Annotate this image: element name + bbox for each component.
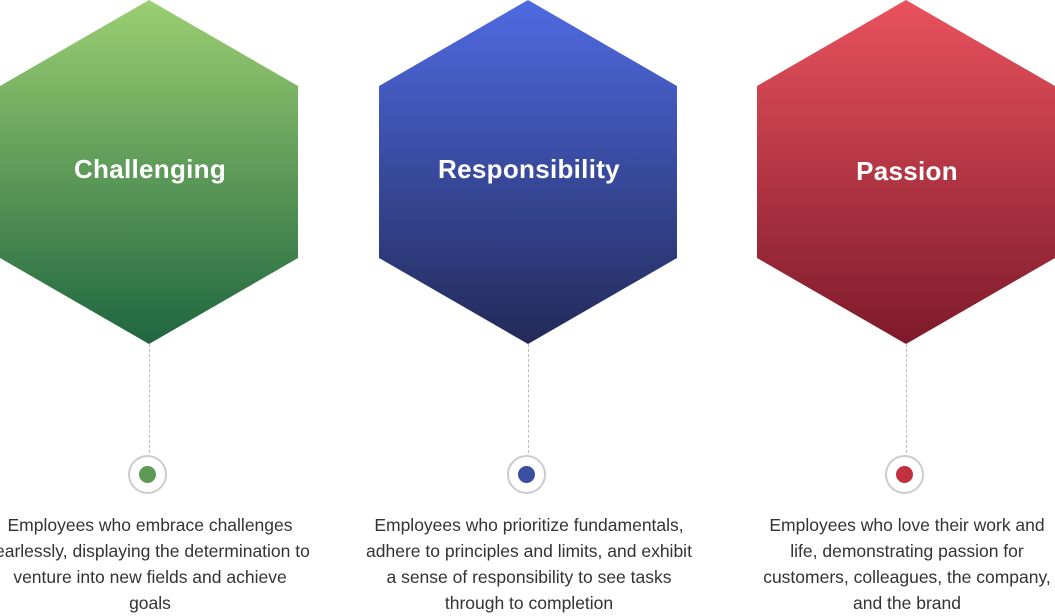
value-title: Passion: [856, 156, 958, 186]
hexagon-passion: [757, 0, 1055, 344]
connector-line: [906, 344, 907, 458]
marker-dot: [896, 466, 913, 483]
marker-dot: [139, 466, 156, 483]
value-title: Challenging: [73, 154, 227, 184]
value-title: Responsibility: [438, 154, 620, 184]
hexagon-challenging: [0, 0, 298, 344]
marker-ring: [507, 455, 546, 494]
value-description: Employees who embrace challenges fearles…: [0, 515, 310, 613]
value-description: Employees who prioritize fundamentals, a…: [366, 515, 692, 613]
value-card-responsibility: Responsibility Employees who prioritize …: [366, 0, 692, 614]
connector-line: [149, 344, 150, 458]
connector-line: [528, 344, 529, 458]
hexagon-responsibility: [379, 0, 677, 344]
marker-dot: [518, 466, 535, 483]
marker-ring: [885, 455, 924, 494]
value-description: Employees who love their work and life, …: [763, 515, 1051, 613]
value-card-passion: Passion Employees who love their work an…: [757, 0, 1055, 614]
value-card-challenging: Challenging Employees who embrace challe…: [0, 0, 310, 614]
marker-ring: [128, 455, 167, 494]
